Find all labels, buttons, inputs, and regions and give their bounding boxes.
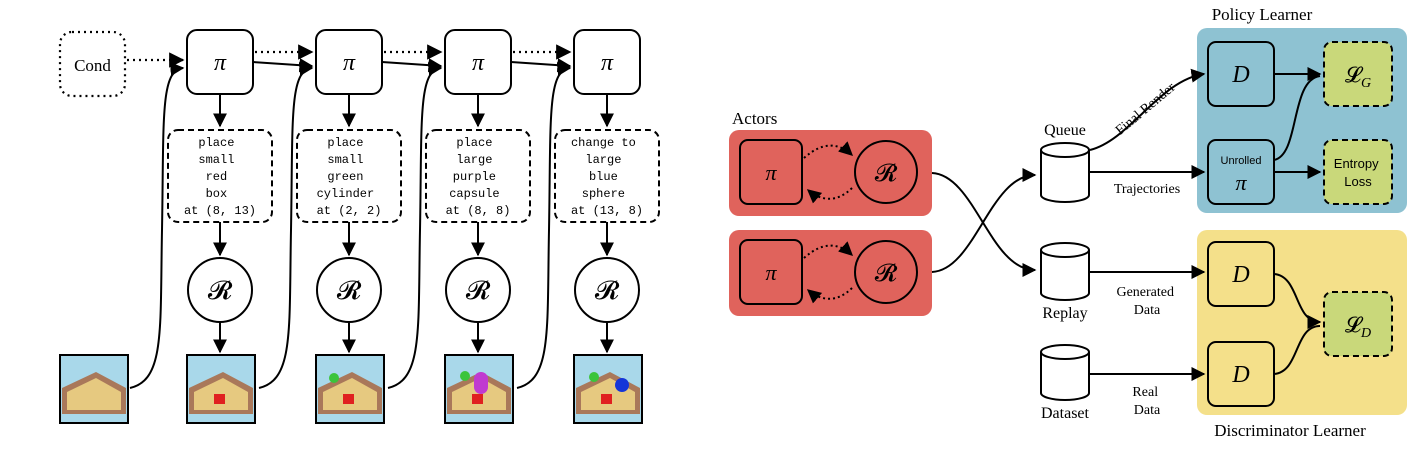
red-box-object <box>601 394 612 404</box>
policy-symbol: π <box>601 50 614 76</box>
actor-loop-forward <box>803 141 854 159</box>
entropy-loss-node <box>1323 139 1393 205</box>
discriminator-real-symbol: D <box>1231 362 1249 388</box>
renderer-symbol: 𝓡 <box>337 276 362 305</box>
queue-label: Queue <box>1044 122 1086 139</box>
step-1: π place small red box at (8, 13) 𝓡 <box>167 29 273 323</box>
replay-label: Replay <box>1042 305 1087 322</box>
discriminator-loss-node <box>1323 291 1393 357</box>
entropy-loss-label: Entropy Loss <box>1334 156 1382 189</box>
actor2-to-queue <box>931 168 1037 273</box>
scene-step-3 <box>444 354 514 424</box>
actors-title: Actors <box>732 109 777 128</box>
command-box <box>167 129 273 223</box>
command-text: change to large blue sphere at (13, 8) <box>571 136 643 218</box>
renderer-symbol: 𝓡 <box>595 276 620 305</box>
policy-symbol: π <box>343 50 356 76</box>
renderer-symbol: 𝓡 <box>208 276 233 305</box>
scene-initial <box>59 354 129 424</box>
dataset-label: Dataset <box>1041 405 1090 422</box>
command-text: place large purple capsule at (8, 8) <box>446 136 511 218</box>
trajectories-label: Trajectories <box>1114 182 1180 197</box>
actor-renderer-symbol: 𝓡 <box>875 261 898 287</box>
dataset-storage-icon <box>1040 344 1090 401</box>
step-4: π change to large blue sphere at (13, 8)… <box>554 29 660 323</box>
policy-learner-title: Policy Learner <box>1212 5 1313 24</box>
actor-renderer-symbol: 𝓡 <box>875 161 898 187</box>
discriminator-loss-label: 𝓛D <box>1345 312 1371 341</box>
dgen-to-ld-curve <box>1273 273 1322 329</box>
cond-label: Cond <box>74 56 111 75</box>
policy-discriminator-symbol: D <box>1231 62 1249 88</box>
cond-node: Cond <box>58 30 127 98</box>
actor-renderer-node <box>854 240 918 304</box>
actor-policy-symbol: π <box>765 160 777 185</box>
green-cylinder-object <box>460 371 470 381</box>
red-box-object <box>343 394 354 404</box>
unrolled-policy-symbol: π <box>1235 170 1247 195</box>
step-arrows <box>213 94 614 354</box>
step-2: π place small green cylinder at (2, 2) 𝓡 <box>296 29 402 323</box>
purple-capsule-object <box>474 372 488 394</box>
command-text: place small green cylinder at (2, 2) <box>317 136 382 218</box>
feedback-curves <box>129 62 572 389</box>
discriminator-generated-symbol: D <box>1231 262 1249 288</box>
pi-to-lg-curve <box>1273 75 1321 161</box>
actor-loop-forward <box>803 241 854 259</box>
actor-policy-symbol: π <box>765 260 777 285</box>
renderer-symbol: 𝓡 <box>466 276 491 305</box>
unrolled-label: Unrolled <box>1221 155 1262 167</box>
command-box <box>296 129 402 223</box>
blue-sphere-object <box>615 378 629 392</box>
step-3: π place large purple capsule at (8, 8) 𝓡 <box>425 29 531 323</box>
policy-symbol: π <box>472 50 485 76</box>
actor-loop-back <box>806 187 853 204</box>
scene-step-1 <box>186 354 256 424</box>
scene-step-2 <box>315 354 385 424</box>
green-cylinder-object <box>589 372 599 382</box>
policy-chain <box>252 58 572 73</box>
dreal-to-ld-curve <box>1273 325 1321 375</box>
red-box-object <box>214 394 225 404</box>
actor-policy-node <box>739 239 803 305</box>
queue-storage-icon <box>1040 142 1090 203</box>
command-box <box>554 129 660 223</box>
discriminator-learner-title: Discriminator Learner <box>1214 421 1366 440</box>
actor-loop-back <box>806 287 853 304</box>
red-box-object <box>472 394 483 404</box>
generator-loss-node <box>1323 41 1393 107</box>
actor-policy-node <box>739 139 803 205</box>
replay-storage-icon <box>1040 242 1090 301</box>
green-cylinder-object <box>329 373 339 383</box>
right-panel: Actors π 𝓡 π 𝓡 Queue Replay <box>729 5 1407 440</box>
command-box <box>425 129 531 223</box>
command-text: place small red box at (8, 13) <box>184 136 256 218</box>
generator-loss-label: 𝓛G <box>1345 62 1371 91</box>
real-data-label: Real Data <box>1132 385 1161 418</box>
policy-symbol: π <box>214 50 227 76</box>
final-render-arrow <box>1089 68 1206 151</box>
actor-renderer-node <box>854 140 918 204</box>
scene-step-4 <box>573 354 643 424</box>
left-panel: Cond π place small red box at (8, 13) 𝓡 … <box>58 29 660 424</box>
generated-data-label: Generated Data <box>1116 285 1177 318</box>
final-render-label: Final Render <box>1113 80 1179 138</box>
